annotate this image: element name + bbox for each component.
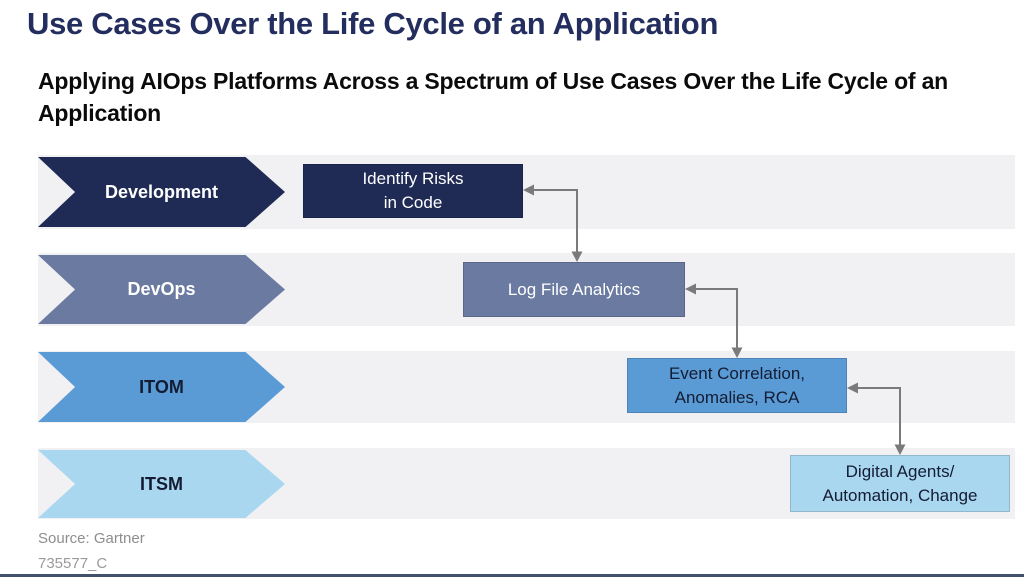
use-case-box-log-file-analytics: Log File Analytics <box>463 262 685 317</box>
slide-subtitle: Applying AIOps Platforms Across a Spectr… <box>38 68 949 126</box>
use-case-box-event-correlation: Event Correlation, Anomalies, RCA <box>627 358 847 413</box>
stage-arrow-development: Development <box>38 157 285 227</box>
stage-label-devops: DevOps <box>127 279 196 299</box>
stage-label-itsm: ITSM <box>140 473 183 494</box>
page-title: Use Cases Over the Life Cycle of an Appl… <box>27 6 719 41</box>
use-case-box-identify-risks: Identify Risks in Code <box>303 164 523 218</box>
bottom-border-bar <box>0 574 1024 577</box>
source-note: Source: Gartner <box>38 530 145 547</box>
stage-label-itom: ITOM <box>139 376 184 397</box>
document-id: 735577_C <box>38 555 108 572</box>
stage-arrow-itsm: ITSM <box>38 450 285 518</box>
stage-label-development: Development <box>104 181 219 202</box>
use-case-box-digital-agents: Digital Agents/ Automation, Change <box>790 455 1010 512</box>
stage-arrow-itom: ITOM <box>38 352 285 422</box>
stage-arrow-devops: DevOps <box>38 255 285 324</box>
